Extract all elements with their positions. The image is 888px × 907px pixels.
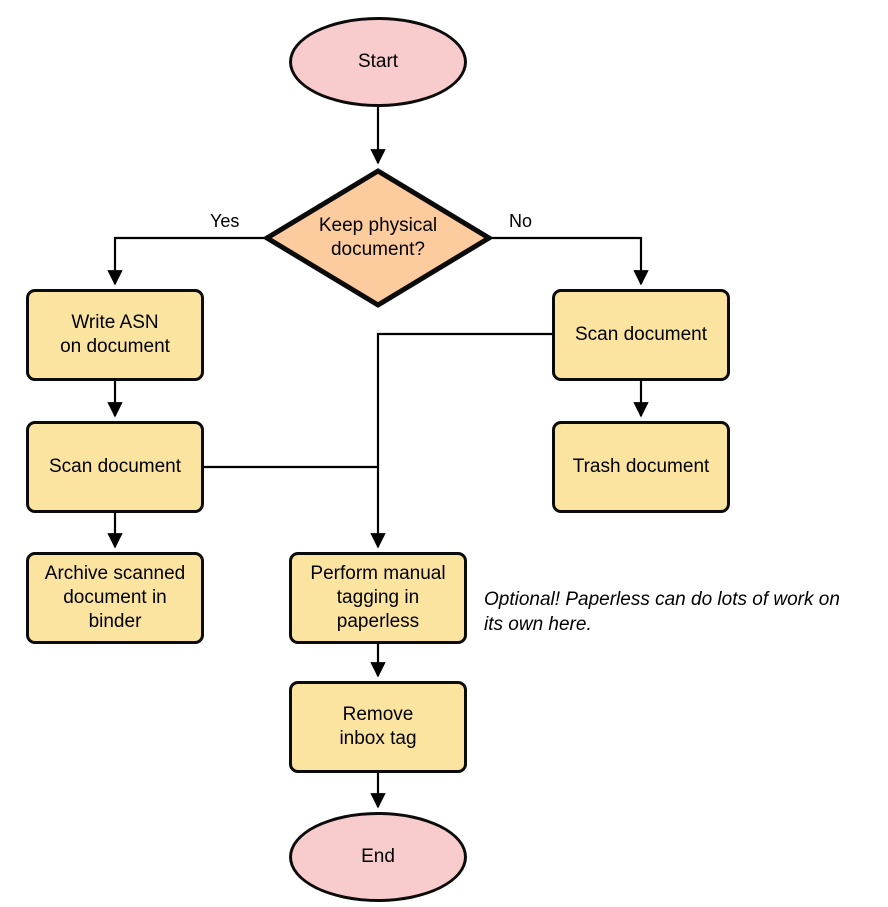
annotation-optional-note: Optional! Paperless can do lots of work … — [484, 589, 840, 635]
node-remove-inbox-tag[interactable]: Remove inbox tag — [289, 681, 467, 773]
node-scan-document-right-label: Scan document — [574, 324, 708, 346]
node-remove-inbox-tag-label: Remove inbox tag — [339, 704, 417, 749]
node-scan-document-left-label: Scan document — [48, 456, 182, 478]
node-end[interactable]: End — [289, 812, 467, 902]
node-end-label: End — [361, 846, 395, 868]
node-trash-document[interactable]: Trash document — [552, 421, 730, 513]
node-perform-manual-tagging-in-paperless[interactable]: Perform manual tagging in paperless — [289, 552, 467, 644]
diamond-shape — [264, 168, 492, 308]
edge-label-yes: Yes — [210, 211, 240, 231]
node-keep-physical-document-label: Keep physical document? — [318, 215, 438, 260]
node-scan-document-right[interactable]: Scan document — [552, 289, 730, 381]
node-archive-scanned-document-in-binder[interactable]: Archive scanned document in binder — [26, 552, 204, 644]
node-keep-physical-document[interactable]: Keep physical document? — [264, 168, 492, 308]
node-start[interactable]: Start — [289, 17, 467, 107]
edge-decision-to-scan-right — [492, 236, 649, 286]
node-trash-document-label: Trash document — [572, 456, 710, 478]
node-write-asn-on-document[interactable]: Write ASN on document — [26, 289, 204, 381]
edge-label-no: No — [509, 211, 533, 231]
node-perform-manual-tagging-in-paperless-label: Perform manual tagging in paperless — [310, 563, 446, 632]
node-scan-document-left[interactable]: Scan document — [26, 421, 204, 513]
node-write-asn-on-document-label: Write ASN on document — [60, 312, 170, 357]
node-archive-scanned-document-in-binder-label: Archive scanned document in binder — [44, 563, 186, 632]
edge-scan-right-to-manual-tagging — [370, 332, 552, 549]
node-start-label: Start — [357, 51, 399, 73]
edge-decision-to-write-asn — [107, 236, 264, 286]
